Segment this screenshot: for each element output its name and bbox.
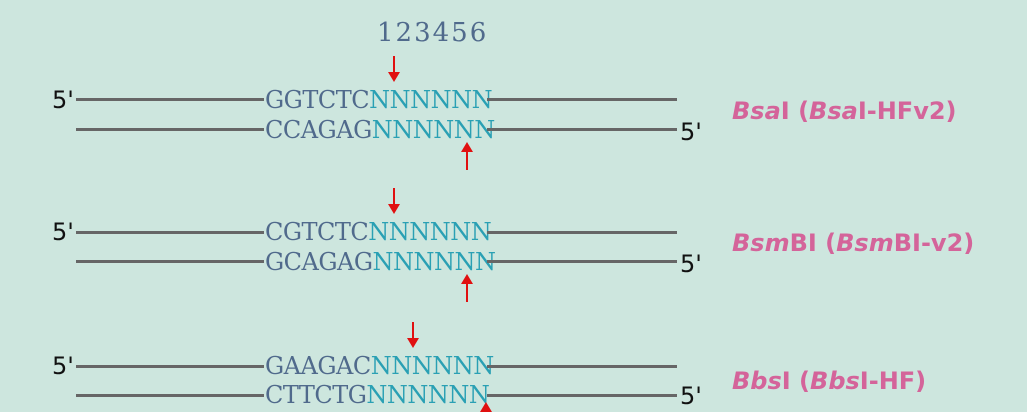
recognition-site: GCAGAG xyxy=(265,248,373,276)
recognition-site: CGTCTC xyxy=(265,218,369,246)
top-strand-left-line xyxy=(76,98,264,101)
top-strand-sequence: CGTCTCNNNNNN xyxy=(265,218,492,246)
overhang: NNNNNN xyxy=(372,248,497,276)
top-cut-arrow xyxy=(388,56,400,82)
bottom-strand-left-line xyxy=(76,394,264,397)
top-strand-left-line xyxy=(76,365,264,368)
five-prime-bottom-label: 5' xyxy=(680,382,702,410)
overhang: NNNNNN xyxy=(366,381,490,409)
top-cut-arrow xyxy=(388,188,400,214)
top-strand-left-line xyxy=(76,231,264,234)
recognition-site: CCAGAG xyxy=(265,116,372,144)
bottom-strand-right-line xyxy=(487,394,677,397)
bottom-strand-sequence: GCAGAGNNNNNN xyxy=(265,248,496,276)
overhang: NNNNNN xyxy=(371,116,496,144)
bottom-strand-right-line xyxy=(487,260,677,263)
overhang: NNNNNN xyxy=(369,86,493,114)
bottom-strand-sequence: CTTCTGNNNNNN xyxy=(265,381,490,409)
recognition-site: GGTCTC xyxy=(265,86,370,114)
bottom-strand-left-line xyxy=(76,128,264,131)
top-strand-right-line xyxy=(487,98,677,101)
five-prime-top-label: 5' xyxy=(52,218,74,246)
bottom-strand-right-line xyxy=(487,128,677,131)
overhang: NNNNNN xyxy=(370,352,495,380)
top-cut-arrow xyxy=(407,322,419,348)
top-strand-sequence: GGTCTCNNNNNN xyxy=(265,86,493,114)
enzyme-name: BsmBI (BsmBI-v2) xyxy=(732,229,975,257)
position-numbers: 123456 xyxy=(377,18,489,48)
bottom-strand-sequence: CCAGAGNNNNNN xyxy=(265,116,495,144)
top-strand-right-line xyxy=(487,365,677,368)
enzyme-name: BbsI (BbsI-HF) xyxy=(732,367,927,395)
five-prime-top-label: 5' xyxy=(52,352,74,380)
five-prime-bottom-label: 5' xyxy=(680,250,702,278)
top-strand-sequence: GAAGACNNNNNN xyxy=(265,352,494,380)
top-strand-right-line xyxy=(487,231,677,234)
five-prime-top-label: 5' xyxy=(52,86,74,114)
bottom-cut-arrow xyxy=(461,142,473,170)
five-prime-bottom-label: 5' xyxy=(680,118,702,146)
overhang: NNNNNN xyxy=(368,218,492,246)
bottom-cut-arrow xyxy=(461,274,473,302)
bottom-strand-left-line xyxy=(76,260,264,263)
recognition-site: CTTCTG xyxy=(265,381,367,409)
recognition-site: GAAGAC xyxy=(265,352,371,380)
enzyme-name: BsaI (BsaI-HFv2) xyxy=(732,97,957,125)
